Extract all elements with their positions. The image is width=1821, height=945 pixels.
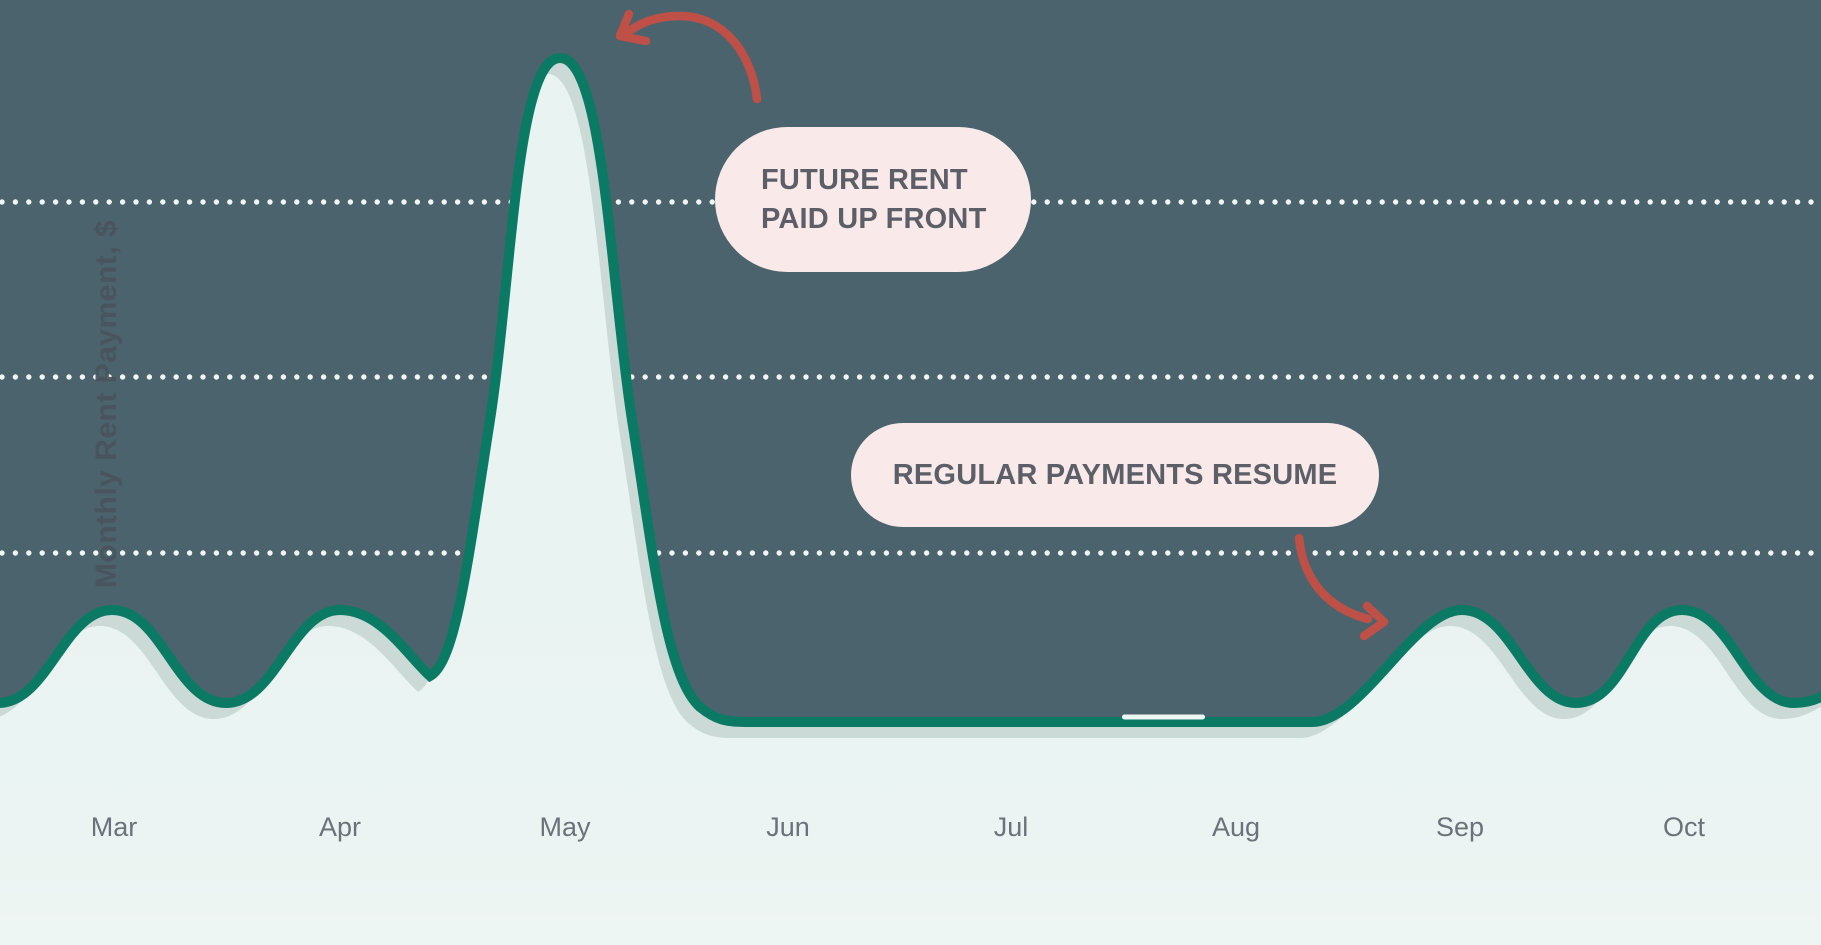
regular-payments-annotation-pill: REGULAR PAYMENTS RESUME: [851, 423, 1379, 527]
month-label-apr: Apr: [318, 812, 362, 842]
line-highlight-dash: [1122, 714, 1205, 720]
arrow-to-sep-bump-icon: [1294, 533, 1389, 641]
arrow-to-may-spike-icon: [615, 9, 762, 104]
month-label-jul: Jul: [993, 812, 1029, 842]
payment-area-fill: [0, 74, 1821, 945]
month-label-oct: Oct: [1662, 812, 1706, 842]
y-axis-label: Monthly Rent Payment, $: [90, 219, 123, 589]
month-label-sep: Sep: [1435, 812, 1485, 842]
future-rent-annotation-pill: FUTURE RENT PAID UP FRONT: [715, 127, 1031, 272]
month-label-may: May: [539, 812, 591, 842]
month-label-aug: Aug: [1211, 812, 1261, 842]
regular-payments-label: REGULAR PAYMENTS RESUME: [892, 459, 1338, 491]
month-label-mar: Mar: [90, 812, 138, 842]
month-label-jun: Jun: [766, 812, 810, 842]
future-rent-line-1: FUTURE RENT: [761, 163, 968, 196]
x-axis: Mar Apr May Jun Jul Aug Sep Oct: [0, 812, 1821, 852]
future-rent-line-2: PAID UP FRONT: [761, 202, 987, 235]
payment-curve-line: [0, 52, 1821, 727]
